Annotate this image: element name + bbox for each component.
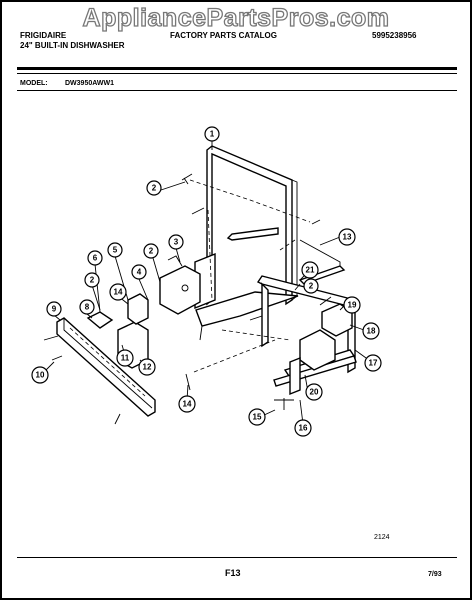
svg-text:8: 8 [85, 303, 90, 312]
callout-14: 14 [178, 395, 196, 413]
callout-18: 18 [362, 322, 380, 340]
callout-1: 1 [204, 126, 220, 142]
svg-text:2: 2 [90, 276, 95, 285]
svg-text:16: 16 [299, 424, 308, 433]
base-rail-part [195, 275, 357, 387]
model-label: MODEL: [20, 80, 48, 87]
assembly-lines [189, 179, 311, 373]
callout-14: 14 [109, 283, 127, 301]
callout-13: 13 [338, 228, 356, 246]
svg-text:6: 6 [93, 254, 98, 263]
svg-text:12: 12 [143, 363, 152, 372]
model-number: DW3950AWW1 [65, 80, 115, 87]
svg-text:18: 18 [367, 327, 376, 336]
page-number: F13 [225, 568, 241, 578]
screw-fasteners [43, 173, 321, 425]
callout-5: 5 [107, 242, 123, 258]
diagram-code: 2124 [374, 534, 390, 541]
callout-21: 21 [301, 261, 319, 279]
model-rule [17, 90, 457, 91]
svg-text:10: 10 [36, 371, 45, 380]
callout-10: 10 [31, 366, 49, 384]
bracket-assembly-part [159, 255, 201, 315]
svg-text:14: 14 [114, 288, 123, 297]
catalog-number: 5995238956 [372, 31, 417, 40]
svg-text:17: 17 [369, 359, 378, 368]
svg-text:2: 2 [149, 247, 154, 256]
switch-assembly-part [86, 293, 149, 369]
svg-text:13: 13 [343, 233, 352, 242]
svg-text:19: 19 [348, 301, 357, 310]
callout-2: 2 [303, 278, 319, 294]
callout-4: 4 [131, 264, 147, 280]
callout-16: 16 [294, 419, 312, 437]
callout-8: 8 [79, 299, 95, 315]
svg-text:9: 9 [52, 305, 57, 314]
watermark: AppliancePartsPros.com [82, 3, 390, 32]
callout-2: 2 [143, 243, 159, 259]
callout-2: 2 [146, 180, 162, 196]
callout-15: 15 [248, 408, 266, 426]
svg-text:5: 5 [113, 246, 118, 255]
svg-text:21: 21 [306, 266, 315, 275]
callout-17: 17 [364, 354, 382, 372]
callout-19: 19 [343, 296, 361, 314]
catalog-title: FACTORY PARTS CATALOG [170, 31, 277, 40]
svg-text:11: 11 [121, 354, 130, 363]
svg-text:4: 4 [137, 268, 142, 277]
callout-20: 20 [305, 383, 323, 401]
svg-text:15: 15 [253, 413, 262, 422]
product-name: 24" BUILT-IN DISHWASHER [20, 41, 125, 50]
svg-text:2: 2 [309, 282, 314, 291]
callout-6: 6 [87, 250, 103, 266]
revision-date: 7/93 [428, 571, 442, 578]
right-hardware-part [289, 303, 353, 396]
footer-rule [17, 557, 457, 558]
brand-name: FRIGIDAIRE [20, 31, 67, 40]
callout-11: 11 [116, 349, 134, 367]
header-rule-top [17, 67, 457, 70]
svg-text:14: 14 [183, 400, 192, 409]
svg-text:2: 2 [152, 184, 157, 193]
svg-text:1: 1 [210, 130, 215, 139]
callout-9: 9 [46, 301, 62, 317]
svg-text:3: 3 [174, 238, 179, 247]
callout-3: 3 [168, 234, 184, 250]
callout-12: 12 [138, 358, 156, 376]
callout-2: 2 [84, 272, 100, 288]
kick-plate-part [56, 317, 156, 417]
svg-text:20: 20 [310, 388, 319, 397]
header-rule-thin [17, 73, 457, 74]
